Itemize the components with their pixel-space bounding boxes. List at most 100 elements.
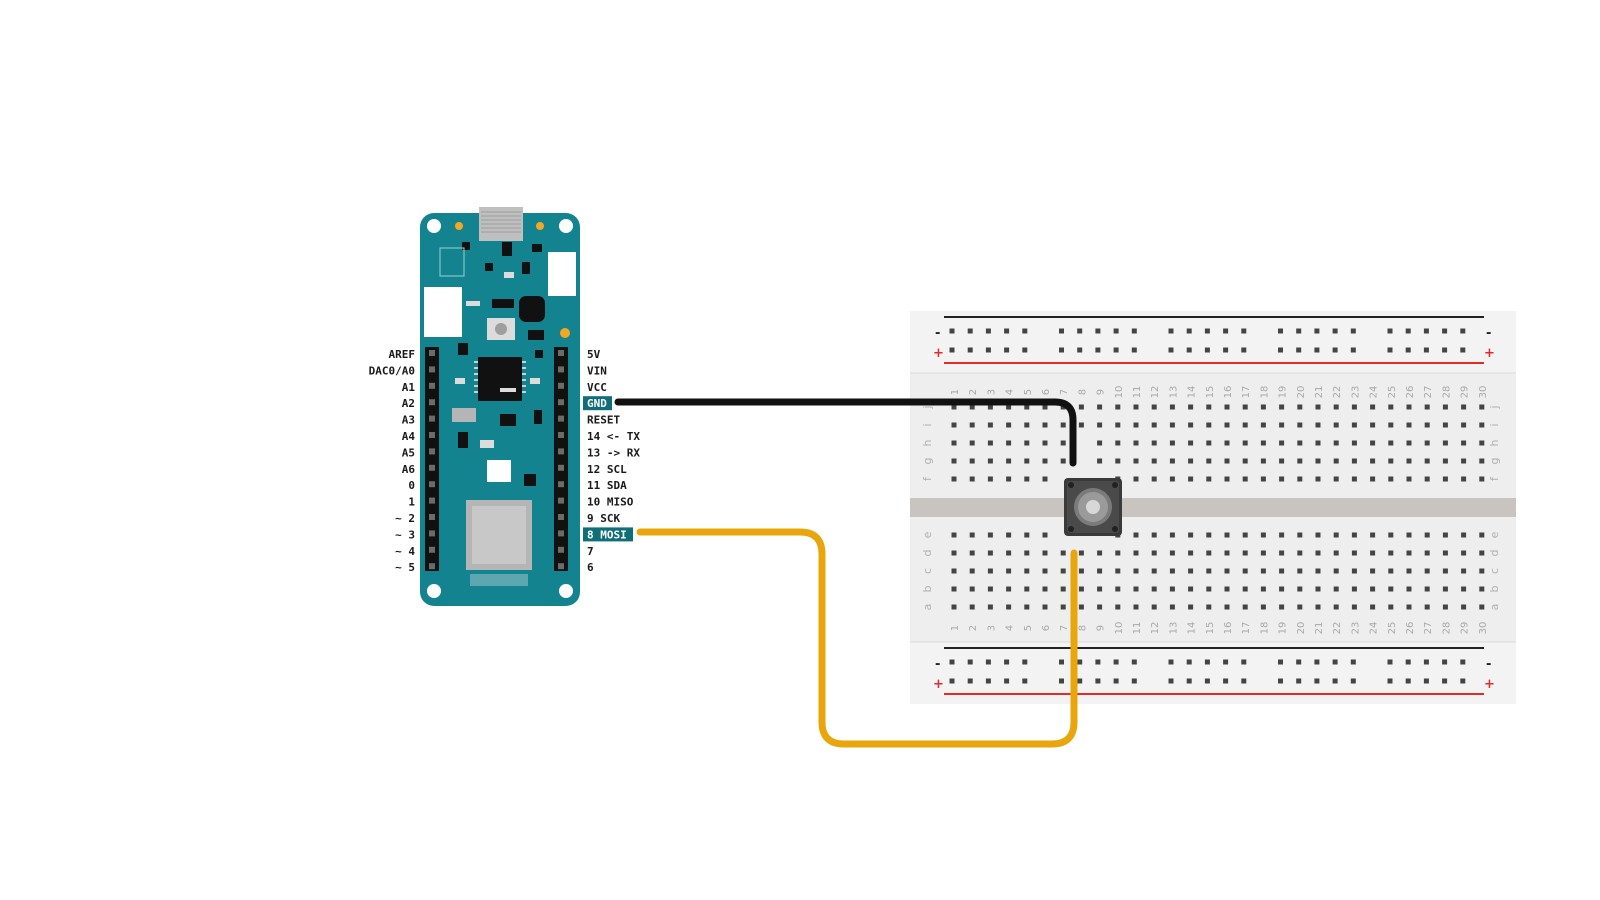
breadboard-hole — [1351, 422, 1357, 428]
column-number-bottom: 13 — [1168, 622, 1179, 635]
header-pin — [558, 415, 564, 422]
breadboard-hole — [1333, 422, 1339, 428]
breadboard-hole — [1006, 476, 1012, 482]
led-right — [536, 222, 544, 230]
breadboard-hole — [1405, 678, 1411, 684]
breadboard-hole — [969, 586, 975, 592]
breadboard-hole — [985, 678, 991, 684]
breadboard-hole — [987, 458, 993, 464]
breadboard-hole — [1059, 347, 1064, 353]
mcu-chip — [478, 357, 522, 401]
header-pin — [429, 530, 435, 537]
column-number-bottom: 18 — [1259, 622, 1270, 635]
breadboard-hole — [1260, 550, 1266, 556]
pin-label-right: 9 SCK — [587, 512, 620, 525]
breadboard-hole — [1406, 532, 1412, 538]
breadboard-hole — [951, 422, 957, 428]
breadboard-hole — [1206, 532, 1212, 538]
breadboard-hole — [1351, 550, 1357, 556]
breadboard-hole — [1479, 458, 1485, 464]
breadboard-hole — [1042, 568, 1048, 574]
row-letter-right: c — [1488, 568, 1501, 574]
breadboard-hole — [987, 476, 993, 482]
row-letter-left: f — [921, 476, 934, 481]
breadboard-hole — [1224, 586, 1230, 592]
row-letter-left: h — [921, 439, 934, 446]
breadboard-hole — [1388, 604, 1394, 610]
breadboard-hole — [1241, 328, 1247, 334]
breadboard-hole — [1206, 550, 1212, 556]
breadboard-hole — [1388, 440, 1394, 446]
breadboard-hole — [1115, 604, 1121, 610]
header-pin — [429, 399, 435, 406]
wires — [614, 398, 1078, 748]
breadboard-hole — [1461, 404, 1467, 410]
pin-label-left: A5 — [402, 446, 415, 459]
breadboard-hole — [1351, 604, 1357, 610]
breadboard-hole — [1424, 532, 1430, 538]
breadboard-hole — [1133, 440, 1139, 446]
pin-label-right: 6 — [587, 561, 594, 574]
header-pin — [429, 563, 435, 570]
breadboard-hole — [1097, 550, 1103, 556]
breadboard-hole — [1241, 659, 1247, 665]
breadboard-hole — [1406, 476, 1412, 482]
pin-label-left: A4 — [402, 430, 416, 443]
breadboard-hole — [1297, 568, 1303, 574]
breadboard-hole — [1279, 440, 1285, 446]
left-header — [425, 347, 439, 571]
breadboard-hole — [1296, 347, 1302, 353]
breadboard-hole — [1060, 604, 1066, 610]
breadboard-hole — [1388, 404, 1394, 410]
header-pin — [558, 399, 564, 406]
breadboard-hole — [1442, 347, 1448, 353]
breadboard-hole — [1042, 550, 1048, 556]
breadboard-hole — [1242, 550, 1248, 556]
breadboard-hole — [1297, 458, 1303, 464]
top-rail-minus-left: - — [935, 326, 940, 341]
breadboard-hole — [1223, 328, 1229, 334]
breadboard-hole — [1242, 422, 1248, 428]
breadboard-hole — [1022, 678, 1028, 684]
breadboard-hole — [1006, 586, 1012, 592]
breadboard-hole — [1423, 678, 1429, 684]
breadboard-hole — [1388, 550, 1394, 556]
breadboard-hole — [969, 568, 975, 574]
breadboard-hole — [1315, 550, 1321, 556]
breadboard-hole — [1333, 532, 1339, 538]
breadboard-hole — [1333, 440, 1339, 446]
column-number-top: 27 — [1423, 386, 1434, 399]
breadboard-hole — [1133, 586, 1139, 592]
breadboard-hole — [1423, 328, 1429, 334]
breadboard-hole — [1315, 568, 1321, 574]
pin-highlight — [583, 396, 612, 411]
breadboard-hole — [1296, 659, 1302, 665]
breadboard-hole — [1006, 422, 1012, 428]
breadboard-hole — [1479, 440, 1485, 446]
breadboard-hole — [1333, 604, 1339, 610]
breadboard-hole — [1351, 586, 1357, 592]
breadboard-hole — [1314, 659, 1320, 665]
breadboard-hole — [1151, 550, 1157, 556]
breadboard-hole — [1332, 678, 1338, 684]
column-number-top: 15 — [1205, 386, 1216, 399]
breadboard-hole — [1024, 440, 1030, 446]
breadboard-hole — [1387, 347, 1393, 353]
row-letter-right: d — [1488, 550, 1501, 557]
breadboard-hole — [1060, 550, 1066, 556]
breadboard-hole — [1260, 568, 1266, 574]
pin-highlight — [583, 527, 633, 542]
column-number-bottom: 27 — [1423, 622, 1434, 635]
breadboard-hole — [1333, 586, 1339, 592]
breadboard-hole — [951, 458, 957, 464]
breadboard-hole — [1077, 659, 1083, 665]
breadboard-hole — [1370, 550, 1376, 556]
breadboard-hole — [969, 476, 975, 482]
column-number-top: 20 — [1296, 386, 1307, 399]
breadboard-hole — [1115, 586, 1121, 592]
row-letter-left: b — [921, 585, 934, 592]
breadboard-hole — [1042, 476, 1048, 482]
breadboard-hole — [1315, 476, 1321, 482]
